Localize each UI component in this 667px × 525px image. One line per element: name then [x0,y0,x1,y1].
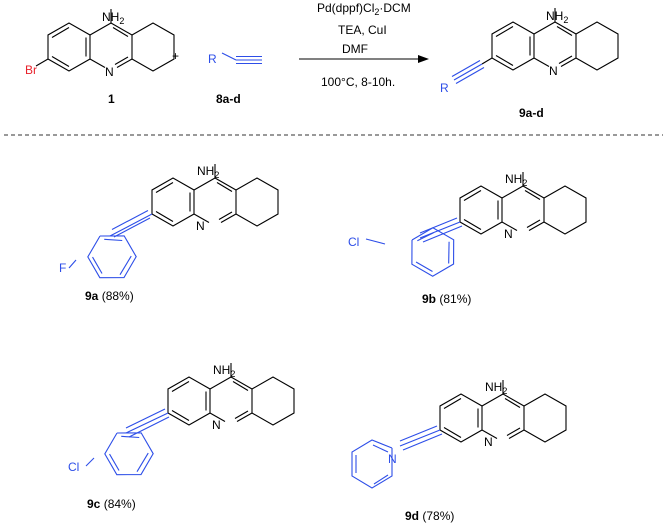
plus-sign: + [172,49,179,63]
product-9b-structure [365,171,587,283]
chloro-substituent-9c: Cl [68,460,79,474]
amine-label-9: NH2 [546,9,568,25]
ring-nitrogen-1: N [105,65,114,79]
amine-label-9a: NH2 [197,164,219,180]
product-9a-structure [68,163,279,289]
chloro-substituent-9b: Cl [348,235,359,249]
product-r-group: R [440,81,449,95]
amine-label-9d: NH2 [485,380,507,396]
compound-label-1: 1 [108,92,115,106]
ring-nitrogen-9b: N [504,227,513,241]
product-9c-structure [85,362,295,486]
ring-nitrogen-9d: N [484,435,493,449]
ring-nitrogen-9a: N [196,219,205,233]
yield-label-9b: 9b (81%) [422,292,471,306]
compound-label-9: 9a-d [519,106,544,120]
bromo-substituent: Br [25,63,37,77]
yield-label-9c: 9c (84%) [87,497,136,511]
yield-label-9d: 9d (78%) [405,509,454,523]
yield-label-9a: 9a (88%) [85,289,134,303]
general-product-structure [451,7,619,84]
ring-nitrogen-9c: N [212,418,221,432]
solvent-label: DMF [342,42,368,56]
alkyne-reagent-structure [221,52,262,65]
alkyne-r-group: R [208,52,217,66]
amine-label-9b: NH2 [505,172,527,188]
amine-label-1: NH2 [102,10,124,26]
base-label: TEA, CuI [338,23,387,37]
ring-nitrogen-9: N [549,64,558,78]
compound-label-8: 8a-d [216,92,241,106]
starting-material-structure [35,8,175,72]
temperature-label: 100°C, 8-10h. [321,75,395,89]
amine-label-9c: NH2 [213,363,235,379]
catalyst-label: Pd(dppf)Cl2·DCM [317,1,411,17]
reaction-arrow [299,55,429,63]
pyridine-nitrogen: N [388,452,397,466]
product-9d-structure [351,379,567,489]
fluoro-substituent: F [59,261,66,275]
